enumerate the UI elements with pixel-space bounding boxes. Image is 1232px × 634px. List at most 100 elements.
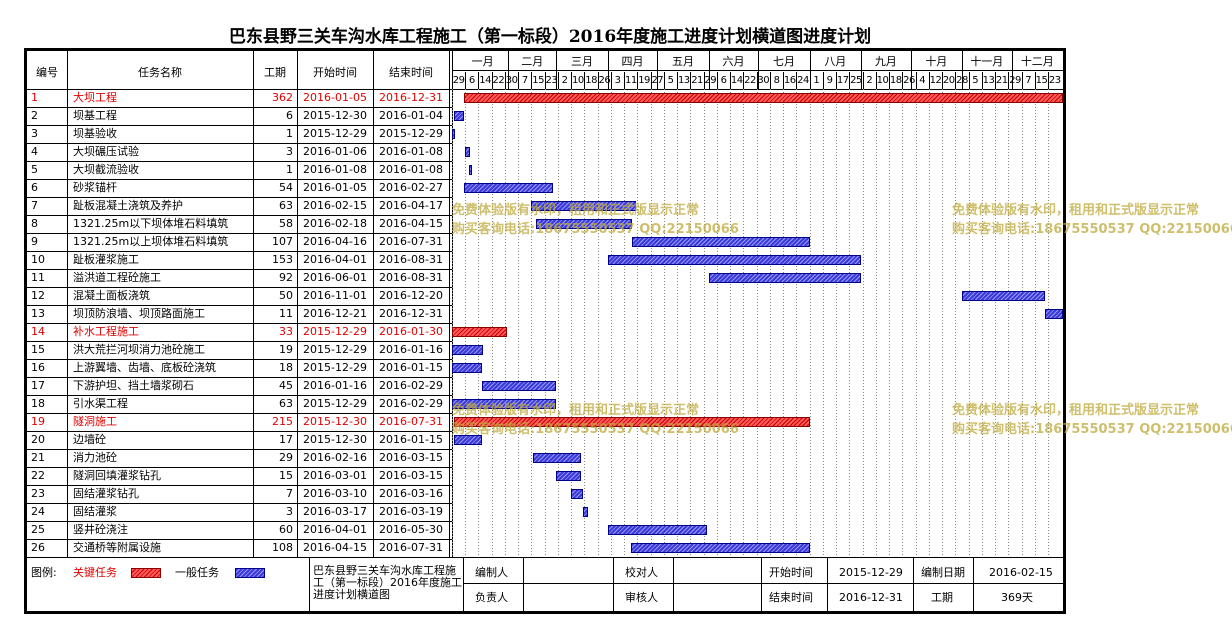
timeline-guide	[571, 89, 573, 557]
gantt-bar	[571, 489, 583, 499]
watermark-text: 免费体验版有水印，租用和正式版显示正常	[952, 203, 1200, 218]
task-duration: 362	[272, 91, 293, 104]
footer-divider	[673, 557, 674, 611]
task-start: 2015-12-29	[303, 397, 367, 410]
task-name: 大坝截流验收	[73, 163, 139, 176]
task-duration: 58	[279, 217, 293, 230]
footer-compile-date-value: 2016-02-15	[989, 566, 1053, 579]
task-duration: 63	[279, 397, 293, 410]
task-name: 坝基验收	[73, 127, 117, 140]
task-end: 2016-07-31	[379, 415, 443, 428]
timeline-tick: 13	[677, 75, 690, 86]
task-id: 19	[31, 415, 45, 428]
timeline-tick: 24	[797, 75, 809, 86]
gantt-bar	[533, 453, 582, 463]
timeline-tick: 7	[1025, 75, 1032, 86]
timeline-guide	[650, 89, 652, 557]
task-start: 2016-04-01	[303, 253, 367, 266]
gantt-bar	[531, 201, 636, 211]
timeline-tick: 28	[956, 75, 968, 86]
task-end: 2016-08-31	[379, 271, 443, 284]
gantt-bar	[536, 219, 633, 229]
tick-divider	[849, 72, 851, 89]
task-duration: 92	[279, 271, 293, 284]
timeline-tick: 7	[521, 75, 528, 86]
month-divider	[708, 51, 710, 89]
row-line	[27, 395, 452, 396]
task-start: 2015-12-30	[303, 433, 367, 446]
month-divider	[657, 51, 659, 89]
task-name: 隧洞施工	[73, 415, 117, 428]
task-id: 26	[31, 541, 45, 554]
row-line	[27, 413, 452, 414]
row-line	[27, 287, 452, 288]
tick-divider	[491, 72, 493, 89]
task-id: 2	[31, 109, 38, 122]
gantt-bar	[453, 435, 482, 445]
footer-divider	[309, 557, 310, 611]
task-id: 25	[31, 523, 45, 536]
footer-checked-by: 校对人	[625, 566, 658, 579]
timeline-tick: 15	[532, 75, 544, 86]
timeline-month: 十月	[925, 55, 948, 68]
timeline-tick: 16	[783, 75, 796, 86]
task-end: 2016-04-17	[379, 199, 443, 212]
task-end: 2016-05-30	[379, 523, 443, 536]
timeline-guide	[584, 89, 586, 557]
task-name: 趾板灌浆施工	[73, 253, 139, 266]
task-id: 12	[31, 289, 45, 302]
task-name: 下游护坦、挡土墙浆砌石	[73, 379, 194, 392]
legend-label: 图例:	[31, 566, 57, 579]
footer-project-name: 巴东县野三关车沟水库工程施工（第一标段）2016年度施工进度计划横道图	[313, 564, 462, 601]
task-end: 2016-01-16	[379, 343, 443, 356]
timeline-tick: 29	[452, 75, 465, 86]
timeline-guide	[637, 89, 639, 557]
timeline-tick: 6	[468, 75, 475, 86]
gantt-bar	[452, 399, 557, 409]
timeline-guide	[743, 89, 745, 557]
task-duration: 3	[286, 145, 293, 158]
task-start: 2016-01-16	[303, 379, 367, 392]
gantt-bar	[582, 507, 588, 517]
tick-divider	[889, 72, 891, 89]
header-start: 开始时间	[313, 66, 357, 79]
month-line	[452, 70, 1063, 71]
tick-divider	[478, 72, 480, 89]
task-start: 2016-04-01	[303, 523, 367, 536]
task-start: 2016-01-06	[303, 145, 367, 158]
footer-mid-line	[463, 583, 1063, 584]
timeline-tick: 19	[638, 75, 650, 86]
task-end: 2016-03-19	[379, 505, 443, 518]
task-name: 坝基工程	[73, 109, 117, 122]
timeline-tick: 13	[982, 75, 995, 86]
month-divider	[1011, 51, 1013, 89]
tick-divider	[862, 72, 864, 89]
footer-duration-value: 369天	[1001, 591, 1033, 604]
task-start: 2016-04-15	[303, 541, 367, 554]
gantt-bar	[452, 345, 484, 355]
timeline-tick: 20	[942, 75, 955, 86]
footer-duration-label: 工期	[931, 591, 953, 604]
tick-divider	[624, 72, 626, 89]
tick-divider	[836, 72, 838, 89]
task-name: 溢洪道工程砼施工	[73, 271, 161, 284]
task-duration: 18	[279, 361, 293, 374]
task-end: 2016-07-31	[379, 235, 443, 248]
task-id: 8	[31, 217, 38, 230]
timeline-guide	[875, 89, 877, 557]
task-id: 11	[31, 271, 45, 284]
tick-divider	[690, 72, 692, 89]
footer-divider	[973, 557, 974, 611]
task-start: 2015-12-29	[303, 127, 367, 140]
col-divider	[297, 51, 298, 557]
timeline-tick: 5	[667, 75, 674, 86]
task-name: 坝顶防浪墙、坝顶路面施工	[73, 307, 205, 320]
